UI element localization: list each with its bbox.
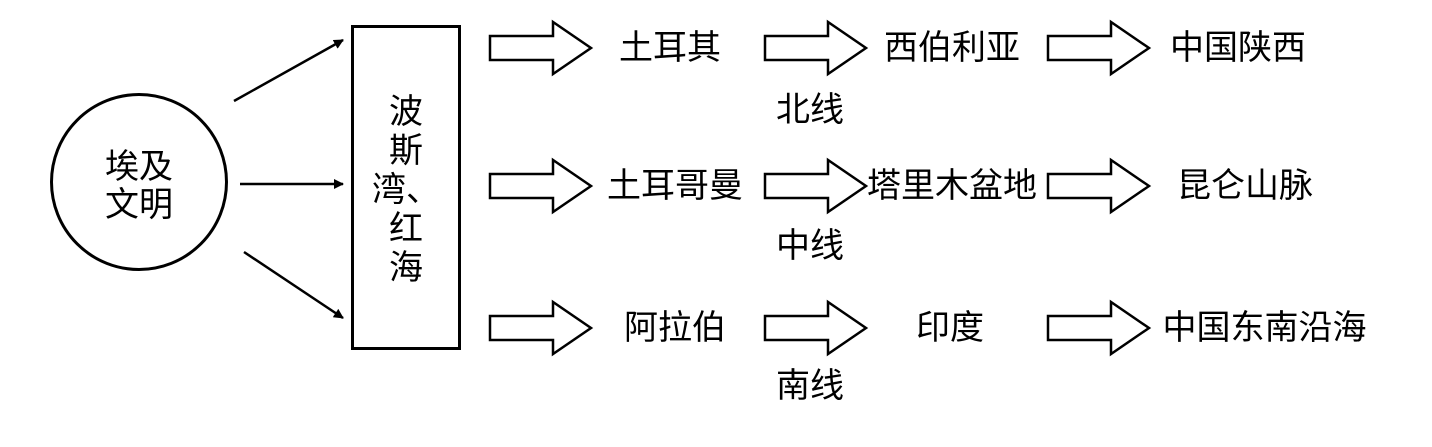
route-label-south: 南线 [776, 366, 844, 406]
sea-label: 波 斯 湾、 红 海 [351, 93, 461, 288]
block-arrow-row1-c [1046, 19, 1152, 77]
arrow-to-south [243, 250, 344, 320]
block-arrow-row2-c [1046, 157, 1152, 215]
block-arrow-row3-c [1046, 299, 1152, 357]
arrow-to-north [233, 38, 344, 103]
sea-char: 波 [389, 92, 423, 132]
stop-south-1: 阿拉伯 [624, 308, 726, 348]
route-label-north: 北线 [776, 90, 844, 130]
stop-south-2: 印度 [916, 308, 984, 348]
stop-middle-3: 昆仑山脉 [1177, 166, 1313, 206]
origin-label-line1: 埃及 [105, 147, 173, 187]
block-arrow-row1-b [763, 19, 869, 77]
block-arrow-row2-b [763, 157, 869, 215]
stop-north-1: 土耳其 [619, 28, 721, 68]
sea-char: 海 [389, 248, 423, 288]
stop-middle-2: 塔里木盆地 [867, 166, 1037, 206]
stop-north-2: 西伯利亚 [884, 28, 1020, 68]
block-arrow-row3-b [763, 299, 869, 357]
origin-circle [50, 93, 228, 271]
stop-south-3: 中国东南沿海 [1162, 308, 1367, 348]
sea-char: 斯 [389, 131, 423, 171]
origin-label: 埃及 文明 [50, 148, 228, 224]
stop-middle-1: 土耳哥曼 [607, 166, 743, 206]
block-arrow-row3-a [488, 299, 594, 357]
stop-north-3: 中国陕西 [1170, 28, 1306, 68]
block-arrow-row2-a [488, 157, 594, 215]
origin-label-line2: 文明 [105, 185, 173, 225]
sea-char: 湾、 [372, 170, 440, 210]
route-label-middle: 中线 [776, 226, 844, 266]
sea-box [351, 25, 461, 350]
block-arrow-row1-a [488, 19, 594, 77]
sea-char: 红 [389, 209, 423, 249]
